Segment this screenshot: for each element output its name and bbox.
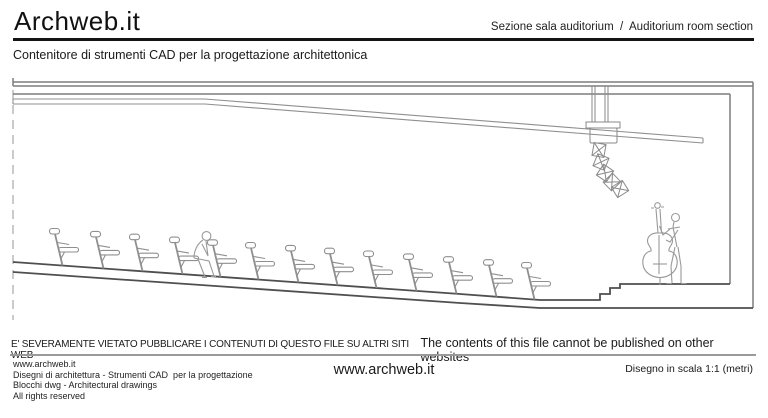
footer-center-url: www.archweb.it (333, 362, 435, 378)
footer-line-disegni: Disegni di architettura - Strumenti CAD … (13, 369, 253, 380)
copyright-warning-en: The contents of this file cannot be publ… (420, 336, 714, 364)
floor-and-stage (12, 261, 753, 309)
auditorium-section-drawing (12, 78, 754, 320)
double-bass-player (642, 202, 687, 285)
footer-scale-note: Disegno in scala 1:1 (metri) (625, 363, 753, 375)
roof-and-walls (12, 78, 754, 308)
archweb-logo: Archweb.it (14, 6, 141, 36)
footer-line-blocchi: Blocchi dwg - Architectural drawings (13, 380, 158, 390)
footer-rights: All rights reserved (13, 390, 86, 401)
header-rule (13, 38, 754, 41)
acoustic-ceiling-panel (12, 98, 704, 144)
footer-separator (10, 354, 756, 356)
sheet-section-title: Sezione sala auditorium / Auditorium roo… (490, 21, 753, 33)
seat-row (48, 227, 552, 301)
copyright-warning-it: E' SEVERAMENTE VIETATO PUBBLICARE I CONT… (11, 339, 409, 361)
footer-info-block: www.archweb.it Disegni di architettura -… (13, 359, 253, 401)
speaker-line-array (585, 86, 630, 199)
footer-site-url: www.archweb.it (13, 359, 76, 369)
seated-person (193, 231, 216, 279)
sheet-subtitle: Contenitore di strumenti CAD per la prog… (13, 48, 368, 62)
